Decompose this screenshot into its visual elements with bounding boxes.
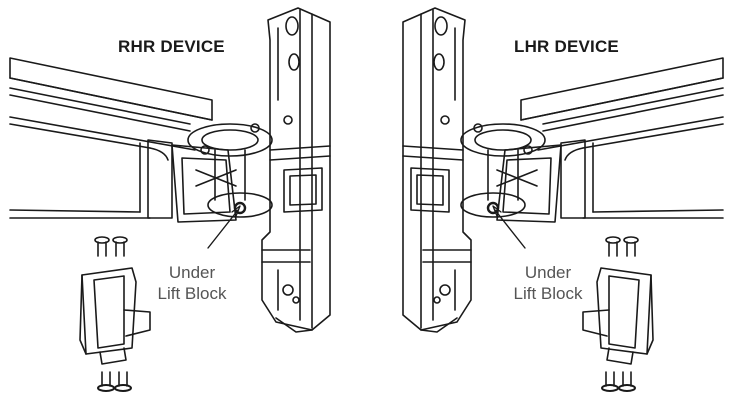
rhr-lift-block (80, 268, 150, 364)
rhr-callout-leader (208, 210, 238, 248)
lhr-push-bar (521, 58, 723, 218)
lhr-device-illustration (403, 8, 723, 391)
lhr-callout-leader (495, 210, 525, 248)
rhr-device-illustration (10, 8, 330, 391)
lhr-callout-line2: Lift Block (513, 284, 583, 303)
rhr-device-title: RHR DEVICE (118, 37, 225, 56)
rhr-callout-line2: Lift Block (157, 284, 227, 303)
lhr-mechanism (461, 124, 561, 222)
lhr-screws (602, 237, 638, 391)
lhr-vertical-rod-guide (403, 8, 471, 332)
rhr-screws (95, 237, 131, 391)
lhr-callout-label: Under Lift Block (508, 262, 588, 304)
lhr-device-title: LHR DEVICE (514, 37, 619, 56)
rhr-mechanism (172, 124, 272, 222)
rhr-push-bar (10, 58, 212, 218)
lhr-lift-block (583, 268, 653, 364)
rhr-vertical-rod-guide (262, 8, 330, 332)
lhr-callout-line1: Under (524, 263, 572, 282)
rhr-callout-line1: Under (168, 263, 216, 282)
rhr-callout-label: Under Lift Block (152, 262, 232, 304)
